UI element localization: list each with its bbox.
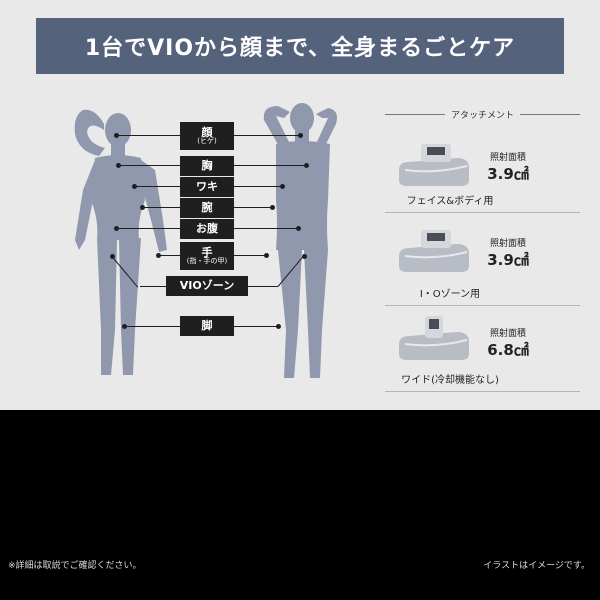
footnote-left: ※詳細は取説でご確認ください。 <box>8 561 142 571</box>
marker-dot <box>296 226 301 231</box>
attachment-3-spec-label: 照射面積 <box>489 329 526 339</box>
banner-title: 1台でVIOから顔まで、全身まるごとケア <box>84 36 516 61</box>
marker-dot <box>114 226 119 231</box>
body-label-hand-sub: (指・手の甲) <box>186 257 228 266</box>
body-label-legs: 脚 <box>180 316 234 336</box>
connector-line-face-right <box>234 135 300 136</box>
attachment-divider <box>385 305 580 306</box>
connector-line-face <box>116 135 180 136</box>
attachment-io-zone-image <box>399 230 469 272</box>
connector-line-chest-right <box>234 165 306 166</box>
body-label-face-text: 顔 <box>201 125 213 139</box>
marker-dot <box>304 163 309 168</box>
marker-dot <box>114 133 119 138</box>
body-label-chest-text: 胸 <box>201 159 213 173</box>
body-label-armpit-text: ワキ <box>196 180 218 194</box>
body-label-arm: 腕 <box>180 198 234 218</box>
attachment-2-name: I・Oゾーン用 <box>419 289 481 300</box>
body-label-hand: 手 (指・手の甲) <box>180 242 234 270</box>
marker-dot <box>270 205 275 210</box>
attachment-2-spec-label: 照射面積 <box>489 239 526 249</box>
connector-line-legs <box>124 326 180 327</box>
connector-line-chest <box>118 165 180 166</box>
marker-dot <box>122 324 127 329</box>
message-panel <box>0 410 600 600</box>
body-label-hand-text: 手 <box>201 245 213 259</box>
body-label-armpit: ワキ <box>180 177 234 197</box>
attachment-face-body-image <box>399 144 469 186</box>
marker-dot <box>132 184 137 189</box>
connector-line-vio <box>140 286 166 287</box>
connector-line-belly <box>116 228 180 229</box>
attachment-1-spec-value: 3.9㎠ <box>487 165 529 183</box>
marker-dot <box>302 254 307 259</box>
marker-dot <box>298 133 303 138</box>
attachment-3-spec: 照射面積 6.8㎠ <box>468 326 548 360</box>
body-label-chest: 胸 <box>180 156 234 176</box>
attachment-3-name: ワイド(冷却機能なし) <box>401 375 499 386</box>
connector-line-hand <box>158 255 180 256</box>
body-label-legs-text: 脚 <box>201 319 213 333</box>
marker-dot <box>140 205 145 210</box>
attachment-2-spec-value: 3.9㎠ <box>487 251 529 269</box>
connector-line-armpit-right <box>234 186 282 187</box>
attachment-1-name: フェイス&ボディ用 <box>406 196 494 207</box>
male-figure-illustration <box>263 103 337 378</box>
attachment-wide-image <box>399 316 469 360</box>
connector-line-hand-right <box>234 255 266 256</box>
connector-line-armpit <box>134 186 180 187</box>
attachment-3-spec-value: 6.8㎠ <box>487 341 529 359</box>
body-label-arm-text: 腕 <box>201 201 213 215</box>
female-figure-illustration <box>74 109 167 375</box>
banner: 1台でVIOから顔まで、全身まるごとケア <box>36 18 564 74</box>
connector-line-belly-right <box>234 228 298 229</box>
attachment-divider <box>385 212 580 213</box>
attachment-1-spec-label: 照射面積 <box>489 153 526 163</box>
marker-dot <box>276 324 281 329</box>
message-line-1: 時間を選ばずケアできる、 <box>132 456 468 486</box>
attachment-1-spec: 照射面積 3.9㎠ <box>468 150 548 184</box>
attachments-heading: アタッチメント <box>385 108 580 121</box>
body-label-belly-text: お腹 <box>196 222 218 236</box>
marker-dot <box>280 184 285 189</box>
body-label-belly: お腹 <box>180 219 234 239</box>
body-label-face: 顔 (ヒゲ) <box>180 122 234 150</box>
body-label-vio: VIOゾーン <box>166 276 248 296</box>
marker-dot <box>156 253 161 258</box>
connector-line-vio-right <box>248 286 278 287</box>
attachments-heading-text: アタッチメント <box>451 111 515 121</box>
connector-line-arm-right <box>234 207 272 208</box>
marker-dot <box>110 254 115 259</box>
attachment-2-spec: 照射面積 3.9㎠ <box>468 236 548 270</box>
message-line-2: 約30万回使い放題 <box>181 498 419 528</box>
marker-dot <box>116 163 121 168</box>
connector-line-arm <box>142 207 180 208</box>
footnote-right: イラストはイメージです。 <box>483 561 590 571</box>
marker-dot <box>264 253 269 258</box>
connector-line-legs-right <box>234 326 278 327</box>
attachment-divider <box>385 391 580 392</box>
body-label-face-sub: (ヒゲ) <box>197 137 217 146</box>
body-label-vio-text: VIOゾーン <box>179 279 235 293</box>
